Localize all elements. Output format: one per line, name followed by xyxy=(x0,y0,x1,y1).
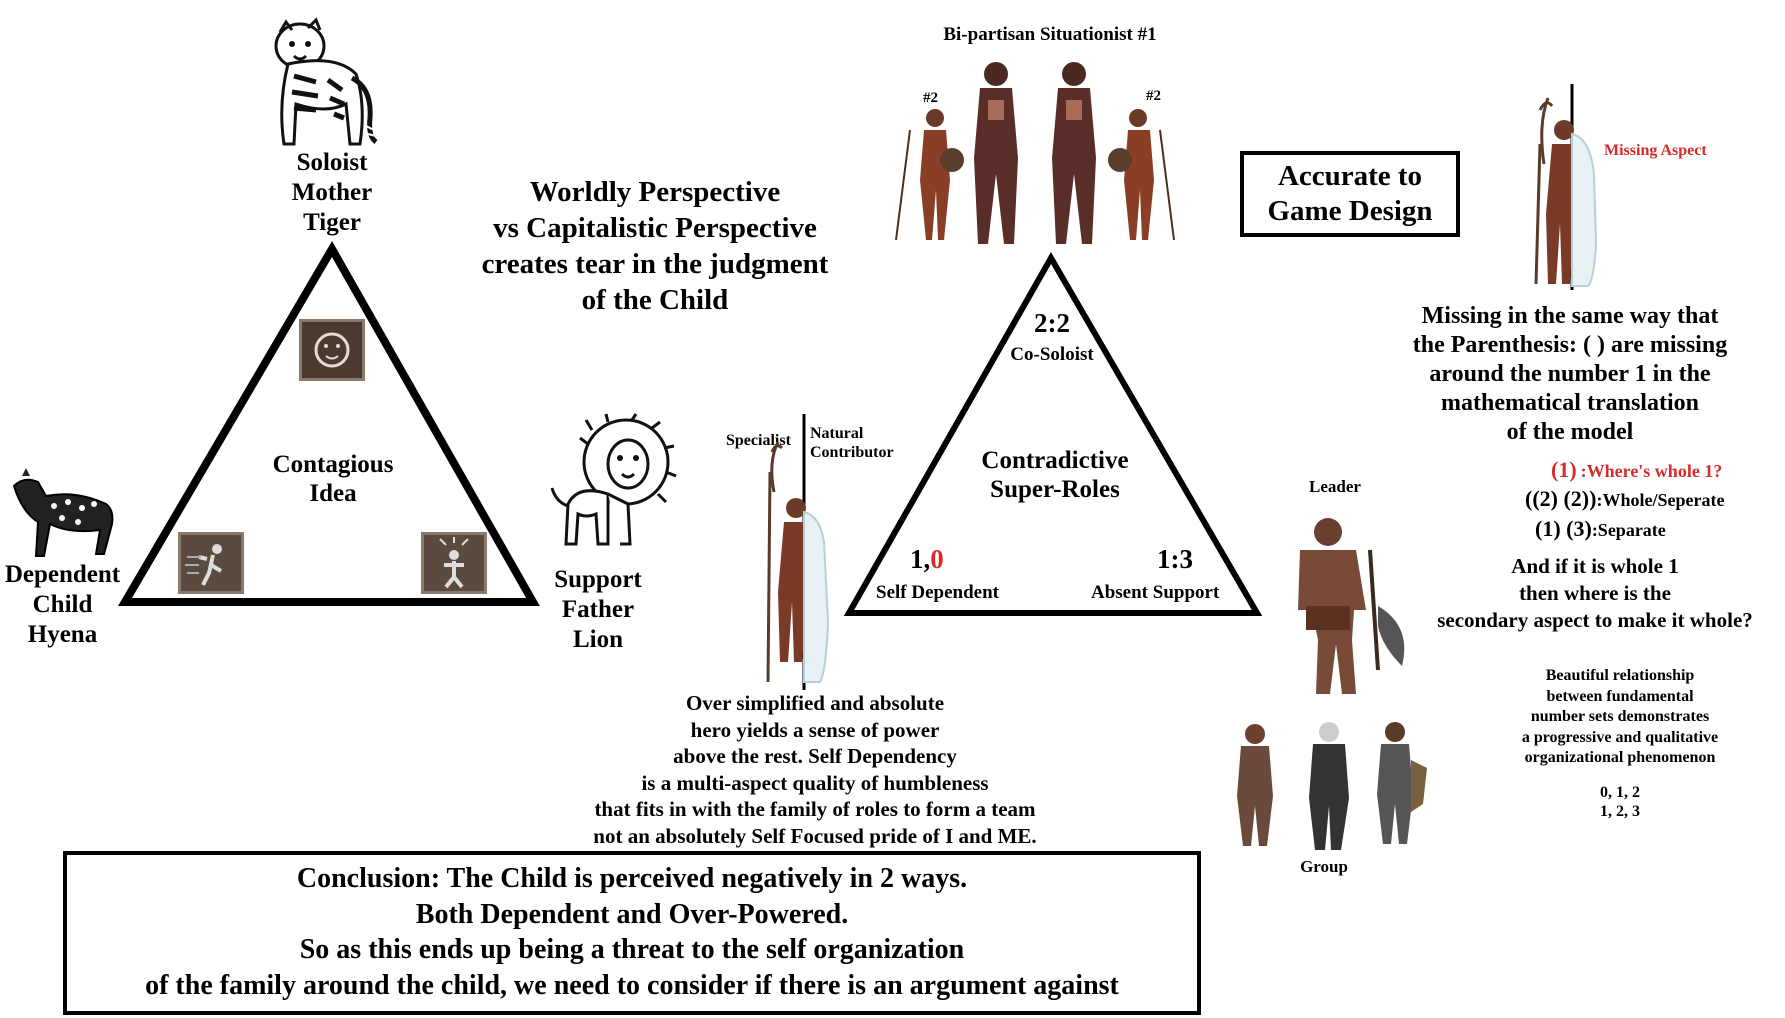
lion-crest-icon xyxy=(299,319,365,381)
perspective-text: Worldly Perspective vs Capitalistic Pers… xyxy=(481,176,829,316)
group-figures xyxy=(1237,722,1427,850)
contagious-idea: Contagious Idea xyxy=(272,451,394,507)
soloist-label: Soloist Mother Tiger xyxy=(291,149,373,236)
hyena-icon xyxy=(12,468,114,557)
leader-label: Leader xyxy=(1309,477,1361,496)
math-row-1: (1) :Where's whole 1? xyxy=(1551,457,1723,482)
missing-aspect-label: Missing Aspect xyxy=(1604,142,1707,159)
beautiful-text: Beautiful relationship between fundament… xyxy=(1521,667,1719,766)
absent-support-label: Absent Support xyxy=(1091,582,1220,603)
self-dependent-label: Self Dependent xyxy=(876,582,999,603)
specialist-label: Specialist xyxy=(726,432,791,449)
whole-question: And if it is whole 1 then where is the s… xyxy=(1437,554,1753,632)
number-sets: 0, 1, 2 1, 2, 3 xyxy=(1600,784,1640,820)
math-row-3: (1) (3):Separate xyxy=(1535,516,1666,541)
co-soloist-label: Co-Soloist xyxy=(1010,344,1094,365)
group-label: Group xyxy=(1300,857,1348,876)
super-roles: Contradictive Super-Roles xyxy=(981,447,1129,503)
hero-text: Over simplified and absolute hero yields… xyxy=(593,691,1037,848)
top-title: Bi-partisan Situationist #1 xyxy=(943,24,1157,45)
ratio-top: 2:2 xyxy=(1034,308,1070,338)
ratio-right: 1:3 xyxy=(1157,544,1193,574)
missing-text: Missing in the same way that the Parenth… xyxy=(1412,303,1728,445)
accurate-box: Accurate to Game Design xyxy=(1240,151,1460,237)
conclusion-box: Conclusion: The Child is perceived negat… xyxy=(63,851,1201,1015)
warrior-figures xyxy=(895,62,1175,244)
support-label: Support Father Lion xyxy=(554,566,642,653)
specialist-figure xyxy=(766,414,830,690)
top-num-left: #2 xyxy=(923,90,938,106)
natural-contributor-label: Natural Contributor xyxy=(810,425,894,461)
math-row-2: ((2) (2)):Whole/Seperate xyxy=(1525,486,1725,511)
dash-figure-icon xyxy=(178,532,244,594)
shout-figure-icon xyxy=(421,532,487,594)
missing-aspect-figure xyxy=(1534,84,1598,290)
dependent-label: Dependent Child Hyena xyxy=(4,561,121,648)
ratio-left: 1,0 xyxy=(910,544,944,574)
top-num-right: #2 xyxy=(1146,88,1161,104)
lion-icon xyxy=(550,413,677,546)
leader-figure xyxy=(1298,518,1405,694)
tiger-icon xyxy=(274,17,378,146)
